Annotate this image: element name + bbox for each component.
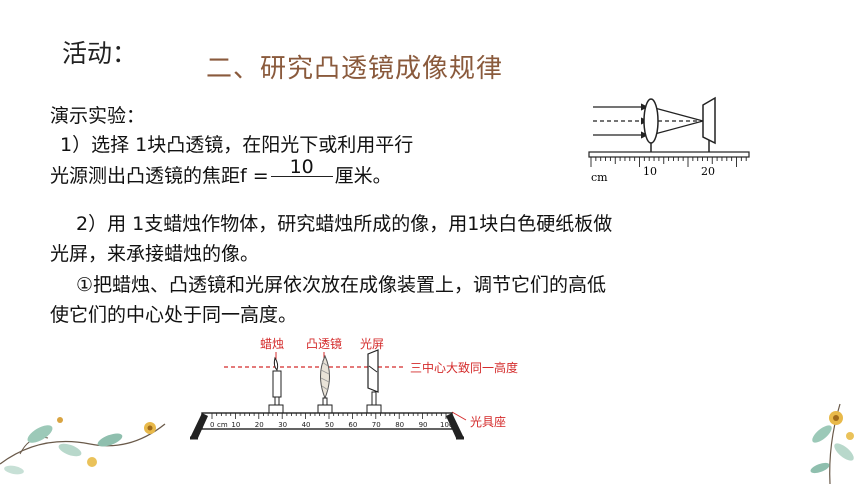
label-candle: 蜡烛 bbox=[260, 337, 284, 351]
demo-label: 演示实验： bbox=[50, 105, 146, 127]
bench-tick-label: 70 bbox=[372, 421, 381, 429]
candle-flame bbox=[273, 356, 279, 371]
bench-leg-right bbox=[446, 413, 464, 438]
bench-tick-label: 30 bbox=[278, 421, 287, 429]
candle-body bbox=[272, 370, 282, 398]
slide-title: 二、研究凸透镜成像规律 bbox=[206, 54, 504, 84]
bench-tick-label: 80 bbox=[395, 421, 404, 429]
bench-unit-label: cm bbox=[217, 421, 228, 429]
bench-tick-label: 20 bbox=[255, 421, 264, 429]
floral-decoration-right bbox=[810, 403, 854, 484]
step1-line2-suffix: 厘米。 bbox=[334, 165, 392, 187]
bench-tick-label: 10 bbox=[231, 421, 240, 429]
ruler-tick-20: 20 bbox=[701, 165, 715, 178]
step2-line2: 光屏，来承接蜡烛的像。 bbox=[50, 243, 260, 265]
step3-line2: 使它们的中心处于同一高度。 bbox=[50, 304, 298, 326]
bench-leg-left bbox=[190, 413, 208, 438]
optical-bench-diagram: 蜡烛 凸透镜 光屏 三中心大致同一高度 光具座 0 10 20 30 40 50 60 70 8… bbox=[190, 336, 518, 440]
bench-tick-label: 60 bbox=[348, 421, 357, 429]
focal-length-blank: 10 bbox=[270, 158, 333, 177]
screen-shape bbox=[702, 96, 716, 145]
screen-shape bbox=[367, 349, 379, 393]
step1-line1: 1）选择 1块凸透镜，在阳光下或利用平行 bbox=[60, 134, 414, 156]
ruler-unit-label: cm bbox=[591, 171, 608, 184]
step2-line1: 2）用 1支蜡烛作物体，研究蜡烛所成的像，用1块白色硬纸板做 bbox=[76, 213, 613, 235]
bench-tick-label: 50 bbox=[325, 421, 334, 429]
bench-tick-label: 40 bbox=[302, 421, 311, 429]
lens-shape bbox=[643, 98, 659, 144]
bench-tick-label: 100 bbox=[440, 421, 453, 429]
bench-tick-label: 90 bbox=[419, 421, 428, 429]
label-center-height: 三中心大致同一高度 bbox=[410, 360, 518, 375]
label-lens: 凸透镜 bbox=[306, 336, 342, 351]
label-screen: 光屏 bbox=[360, 337, 384, 351]
focal-length-diagram: cm 10 20 bbox=[588, 96, 750, 184]
activity-heading: 活动： bbox=[62, 39, 138, 68]
step1-line2-prefix: 光源测出凸透镜的焦距f = bbox=[50, 165, 269, 187]
label-optical-bench: 光具座 bbox=[470, 414, 506, 429]
step3-line1: ①把蜡烛、凸透镜和光屏依次放在成像装置上，调节它们的高低 bbox=[76, 274, 607, 296]
floral-decoration-left bbox=[0, 417, 166, 475]
bench-tick-label: 0 bbox=[210, 421, 214, 429]
ruler-tick-10: 10 bbox=[643, 165, 657, 178]
